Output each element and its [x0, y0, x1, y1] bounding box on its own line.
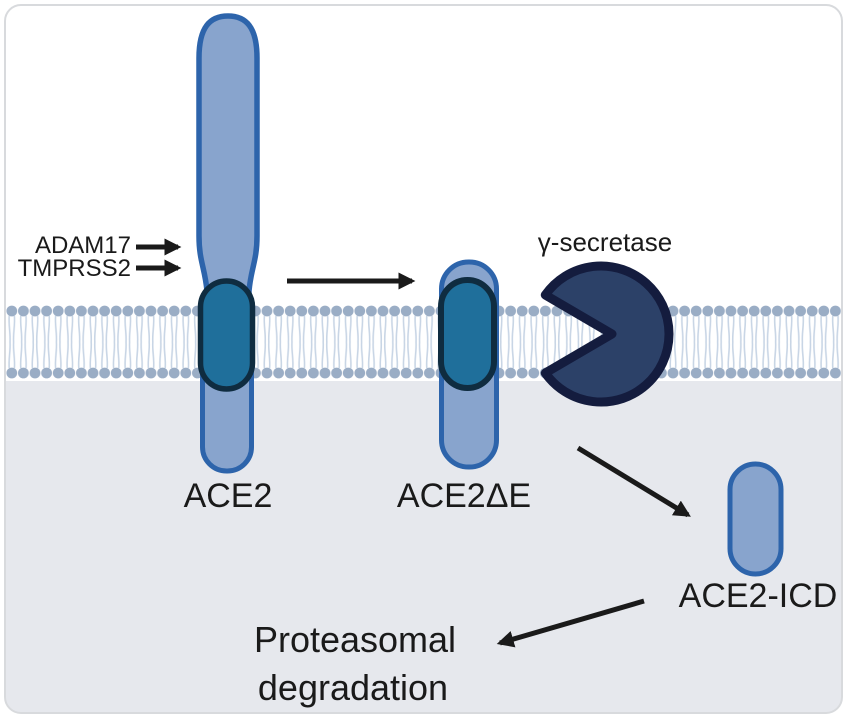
ace2-delta-e-label: ACE2ΔE [397, 477, 531, 515]
ace2-icd-fragment [727, 461, 784, 577]
ace2-ectodomain [196, 13, 260, 305]
proteasomal-degradation-line2: degradation [258, 667, 448, 708]
adam17-label: ADAM17 [35, 232, 131, 259]
ace2-delta-e-protein [438, 259, 499, 470]
cleavage-arrow [576, 445, 691, 518]
gamma-secretase-label: γ-secretase [538, 227, 672, 257]
cell-membrane [6, 303, 841, 381]
ace2-label: ACE2 [184, 477, 273, 515]
figure-frame-border [4, 4, 843, 714]
proteasomal-degradation-label: Proteasomal degradation [254, 619, 456, 708]
ace2-icd-label: ACE2-ICD [679, 577, 838, 615]
ace2-protein [196, 13, 260, 474]
degradation-arrow [496, 598, 645, 648]
ace2-delta-e-transmembrane-domain [438, 277, 497, 391]
proteasomal-degradation-line1: Proteasomal [254, 619, 456, 660]
tmprss2-label: TMPRSS2 [18, 255, 131, 282]
intracellular-region [5, 381, 842, 713]
gamma-secretase-enzyme [540, 261, 674, 407]
ace2-transmembrane-domain [197, 278, 256, 392]
